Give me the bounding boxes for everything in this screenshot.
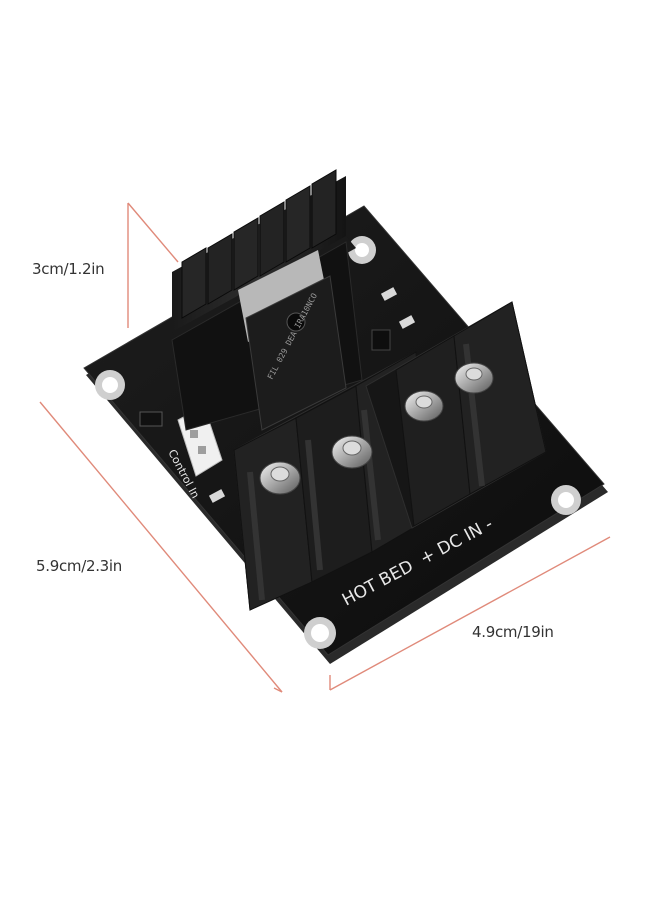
- height-dimension-label: 3cm/1.2in: [32, 260, 105, 278]
- width-dimension-tick-bottom: [273, 687, 283, 693]
- width-dimension-label: 5.9cm/2.3in: [36, 557, 122, 575]
- depth-dimension-line: [329, 536, 611, 691]
- depth-dimension-label: 4.9cm/19in: [472, 623, 554, 641]
- width-dimension-line: [39, 401, 283, 693]
- dimension-lines: [39, 202, 611, 693]
- mounting-holes: [95, 236, 581, 649]
- terminal-block-dc-in: [365, 301, 547, 529]
- height-dimension-line-diagonal: [127, 202, 179, 263]
- screws-dc-in: [404, 362, 494, 422]
- mosfet-chip: [238, 250, 347, 431]
- screws-hot-bed: [259, 435, 373, 495]
